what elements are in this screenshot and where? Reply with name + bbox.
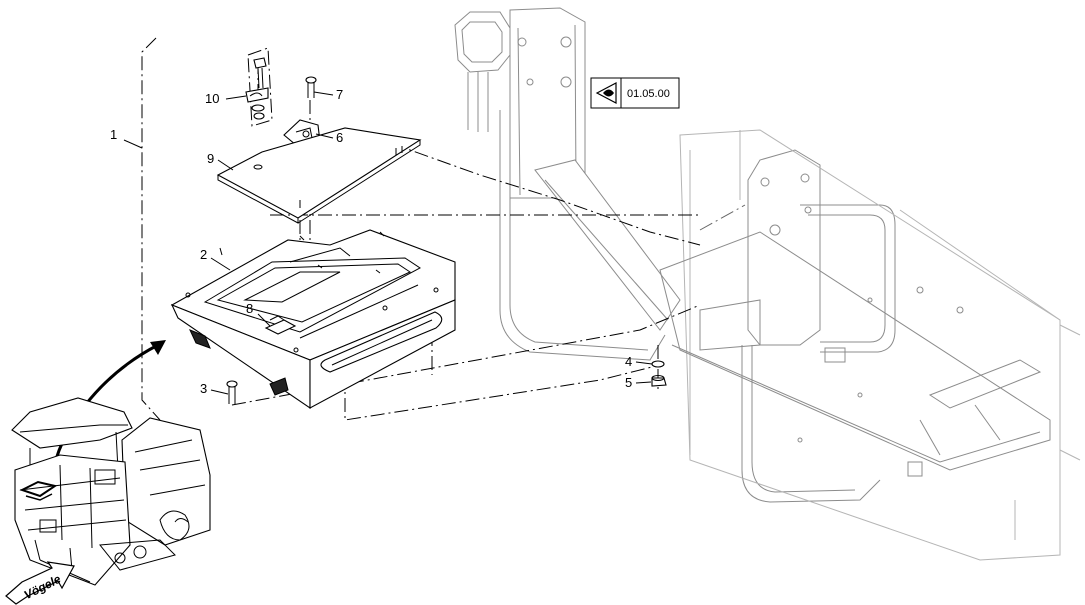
part-2-tool-box: [170, 229, 456, 410]
reference-code: 01.05.00: [627, 88, 670, 100]
eye-view-icon: [595, 82, 617, 104]
part-10-bolt-clip: [245, 47, 273, 127]
callout-4: 4: [625, 354, 632, 369]
callout-8: 8: [246, 301, 253, 316]
callout-7: 7: [336, 87, 343, 102]
leader-lines: [123, 91, 653, 395]
part-7-bolt: [305, 76, 317, 98]
callout-labels: 1 2 3 4 5 6 7 8 9 10: [110, 87, 632, 396]
callout-2: 2: [200, 247, 207, 262]
callout-5: 5: [625, 375, 632, 390]
callout-3: 3: [200, 381, 207, 396]
brand-direction-arrow: Vögele: [5, 561, 75, 605]
machine-frame: [454, 7, 1081, 561]
callout-1: 1: [110, 127, 117, 142]
part-9-cover-plate: [216, 127, 422, 224]
paver-overview-thumbnail: [11, 397, 211, 586]
callout-10: 10: [205, 91, 219, 106]
callout-9: 9: [207, 151, 214, 166]
reference-box: 01.05.00: [590, 77, 680, 109]
part-8-latch: [264, 315, 297, 335]
part-5-nut: [651, 375, 667, 387]
callout-6: 6: [336, 130, 343, 145]
part-3-bolt: [226, 380, 238, 404]
part-4-washer: [651, 360, 665, 368]
